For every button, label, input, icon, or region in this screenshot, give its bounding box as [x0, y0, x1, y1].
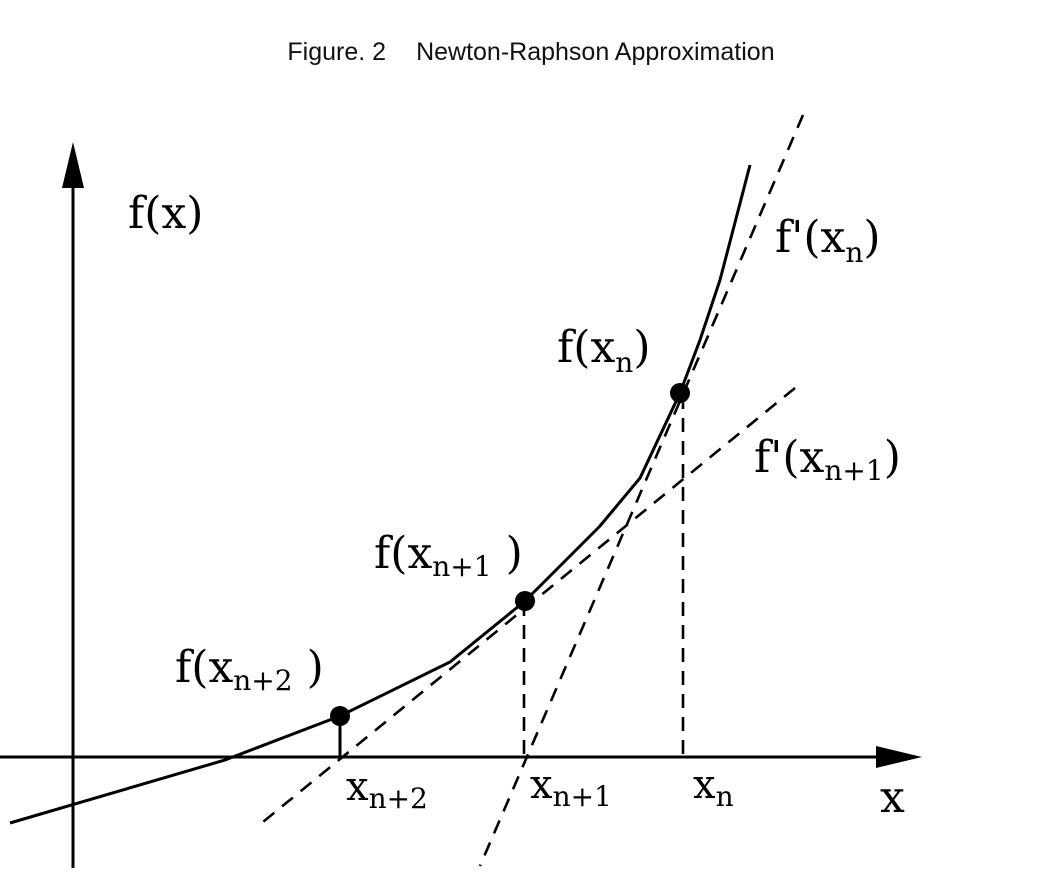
caption-number: Figure. 2 [287, 38, 387, 66]
point-x-n2 [330, 706, 350, 726]
tangent-n1-label: f'(xn+1) [754, 432, 901, 487]
tick-x-n2-label: xn+2 [346, 764, 428, 815]
point-x-n [670, 383, 690, 403]
x-axis-label: x [880, 772, 905, 823]
y-axis-label: f(x) [128, 188, 203, 239]
figure-caption: Figure. 2 Newton-Raphson Approximation [0, 38, 1062, 67]
x-axis-arrowhead [876, 746, 922, 768]
point-n-label: f(xn) [557, 322, 650, 379]
tangent-n-label: f'(xn) [775, 212, 881, 269]
tangent-line-n [478, 114, 805, 867]
tick-x-n1-label: xn+1 [530, 762, 612, 813]
tick-x-n-label: xn [693, 762, 734, 813]
point-x-n1 [515, 591, 535, 611]
point-n1-label: f(xn+1 ) [374, 528, 523, 583]
function-curve [9, 164, 752, 825]
point-n2-label: f(xn+2 ) [175, 642, 324, 697]
y-axis-arrowhead [62, 142, 84, 188]
caption-title: Newton-Raphson Approximation [416, 38, 775, 66]
